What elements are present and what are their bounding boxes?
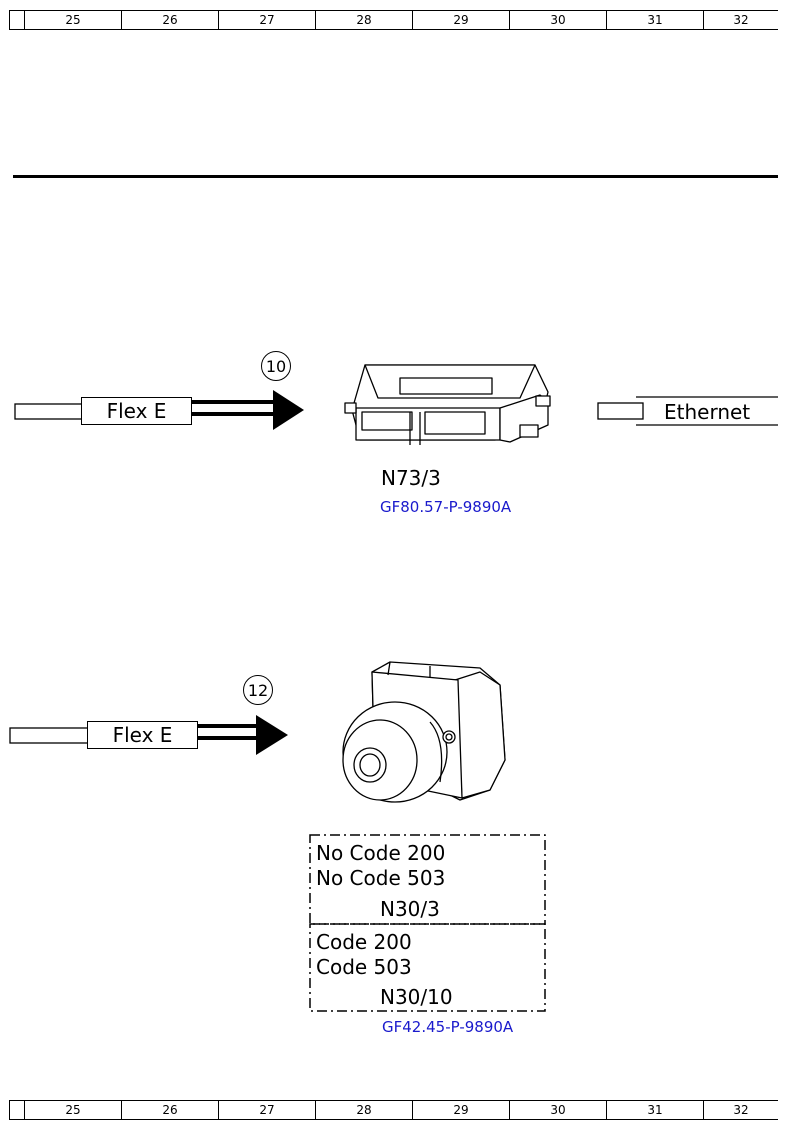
- ruler-col: 28: [315, 1101, 412, 1119]
- ruler-col: 25: [24, 11, 121, 29]
- ruler-col: 29: [412, 1101, 509, 1119]
- column-ruler-top: 25 26 27 28 29 30 31 32: [9, 10, 778, 30]
- cable-label-flex-e-lower: Flex E: [87, 721, 198, 749]
- ruler-col: 27: [218, 1101, 315, 1119]
- variant-b-line1: Code 200: [316, 930, 412, 954]
- ruler-col: 32: [703, 11, 778, 29]
- ruler-col: 31: [606, 11, 703, 29]
- column-ruler-bottom: 25 26 27 28 29 30 31 32: [9, 1100, 778, 1120]
- flex-e-cable-upper: [14, 400, 275, 420]
- variant-a-component: N30/3: [380, 897, 440, 921]
- control-unit-n73-3: [344, 364, 551, 445]
- component-label-n73-3: N73/3: [381, 466, 441, 490]
- arrow-lower: [256, 715, 288, 755]
- ruler-col: 30: [509, 1101, 606, 1119]
- reference-link-upper[interactable]: GF80.57-P-9890A: [380, 498, 512, 516]
- variant-b-line2: Code 503: [316, 955, 412, 979]
- ruler-spacer: [9, 11, 24, 29]
- callout-10: 10: [261, 351, 291, 381]
- variant-boxes: [309, 834, 546, 1012]
- ruler-spacer: [9, 1101, 24, 1119]
- ruler-col: 32: [703, 1101, 778, 1119]
- ruler-col: 26: [121, 1101, 218, 1119]
- ruler-col: 26: [121, 11, 218, 29]
- cable-label-flex-e-upper: Flex E: [81, 397, 192, 425]
- ruler-col: 27: [218, 11, 315, 29]
- arrow-upper: [273, 390, 304, 430]
- ruler-col: 29: [412, 11, 509, 29]
- ruler-col: 25: [24, 1101, 121, 1119]
- callout-12: 12: [243, 675, 273, 705]
- section-divider: [13, 175, 778, 178]
- hydraulic-unit: [342, 661, 506, 803]
- ruler-col: 30: [509, 11, 606, 29]
- ethernet-cable: [597, 396, 778, 426]
- variant-b-component: N30/10: [380, 985, 453, 1009]
- ruler-col: 28: [315, 11, 412, 29]
- variant-a-line1: No Code 200: [316, 841, 446, 865]
- cable-label-ethernet: Ethernet: [664, 400, 751, 424]
- flex-e-cable-lower: [9, 724, 258, 744]
- variant-a-line2: No Code 503: [316, 866, 446, 890]
- ruler-col: 31: [606, 1101, 703, 1119]
- reference-link-lower[interactable]: GF42.45-P-9890A: [382, 1018, 514, 1036]
